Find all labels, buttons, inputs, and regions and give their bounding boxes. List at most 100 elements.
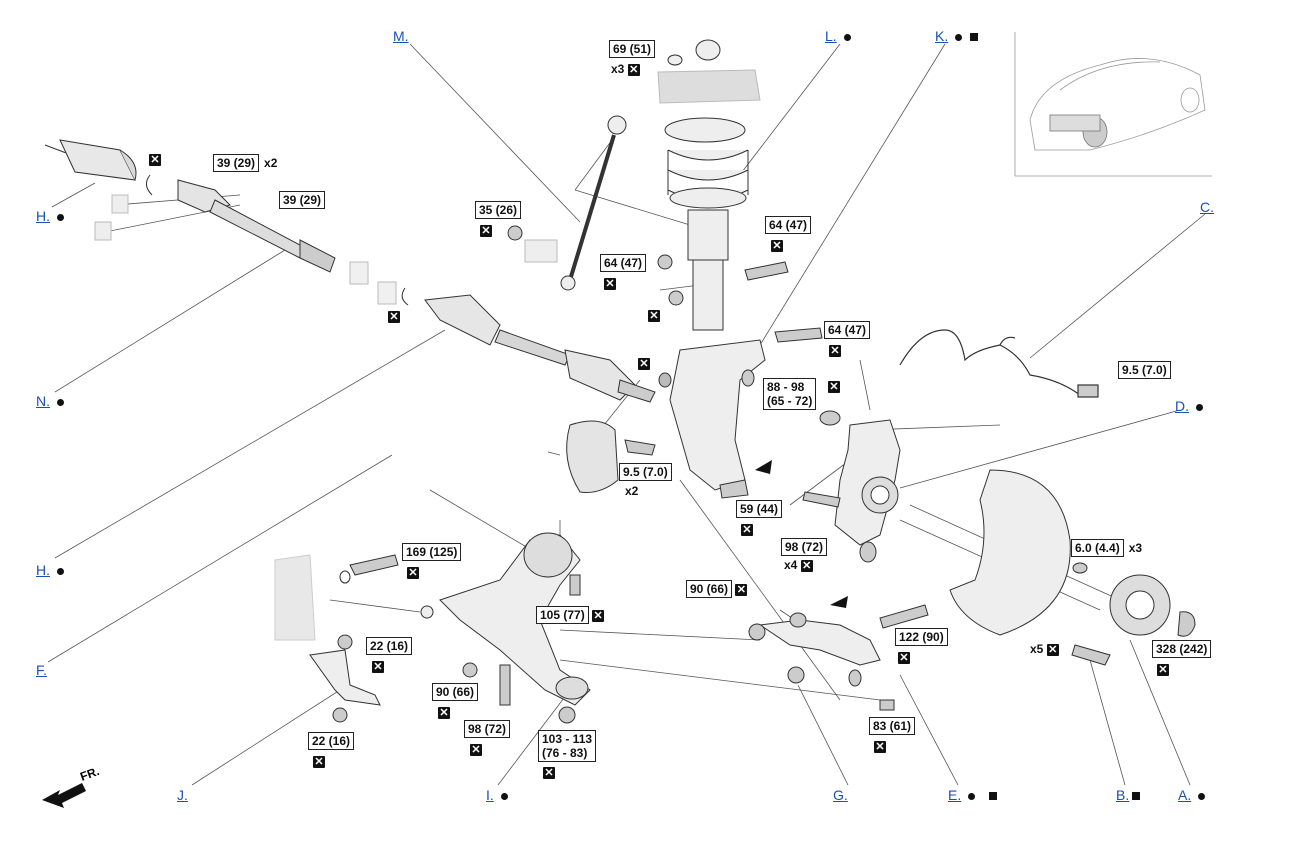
- callout-g-link[interactable]: G.: [833, 787, 848, 803]
- callout-c-link[interactable]: C.: [1200, 199, 1214, 215]
- torque-95b: 9.5 (7.0): [619, 463, 672, 481]
- callout-b-link[interactable]: B.: [1116, 787, 1130, 803]
- replace-icon: ✕: [741, 523, 753, 536]
- callout-l[interactable]: L.: [825, 28, 851, 44]
- replace-64b: ✕: [604, 276, 616, 290]
- strut-assembly: [657, 39, 789, 331]
- callout-j[interactable]: J.: [177, 787, 188, 803]
- callout-a[interactable]: A.: [1178, 787, 1206, 803]
- replace-icon: ✕: [829, 344, 841, 357]
- torque-64c: 64 (47): [824, 321, 871, 339]
- callout-h-top-link[interactable]: H.: [36, 208, 50, 224]
- callout-f[interactable]: F.: [36, 662, 47, 678]
- callout-i-link[interactable]: I.: [486, 787, 494, 803]
- torque-22a: 22 (16): [366, 637, 413, 655]
- replace-88-98: ✕: [828, 379, 840, 393]
- torque-90b: 90 (66): [432, 683, 479, 701]
- replace-icon: ✕: [372, 660, 384, 673]
- callout-k[interactable]: K.: [935, 28, 979, 44]
- installation-markers: [755, 460, 848, 608]
- torque-64b: 64 (47): [600, 254, 647, 272]
- replace-icon: ✕: [388, 310, 400, 323]
- torque-103-113-value: 103 - 113: [542, 732, 593, 746]
- hub-bolt-qty: x5 ✕: [1030, 642, 1059, 656]
- callout-e-link[interactable]: E.: [948, 787, 962, 803]
- callout-e[interactable]: E.: [948, 787, 998, 803]
- qty-text: x3: [611, 62, 625, 76]
- callout-h-top[interactable]: H.: [36, 208, 64, 224]
- callout-d[interactable]: D.: [1175, 398, 1203, 414]
- callout-m-link[interactable]: M.: [393, 28, 409, 44]
- torque-83-value: 83 (61): [869, 717, 916, 735]
- callout-b[interactable]: B.: [1116, 787, 1141, 803]
- stabilizer-bracket: [274, 554, 381, 723]
- torque-105-value: 105 (77): [536, 606, 589, 624]
- torque-35-value: 35 (26): [475, 201, 522, 219]
- dust-cover: [566, 420, 656, 493]
- torque-39b: 39 (29): [279, 191, 326, 209]
- torque-83: 83 (61): [869, 717, 916, 735]
- callout-g[interactable]: G.: [833, 787, 848, 803]
- replace-98b: ✕: [470, 742, 482, 756]
- replace-icon: ✕: [638, 357, 650, 370]
- torque-69-qty: x3 ✕: [611, 62, 640, 76]
- replace-icon: ✕: [874, 740, 886, 753]
- callout-j-link[interactable]: J.: [177, 787, 188, 803]
- torque-169-value: 169 (125): [402, 543, 462, 561]
- torque-65-72-value: (65 - 72): [767, 394, 813, 408]
- torque-90a-value: 90 (66): [686, 580, 733, 598]
- torque-64c-value: 64 (47): [824, 321, 871, 339]
- leader-lines: [47, 43, 1206, 786]
- replace-328: ✕: [1157, 662, 1169, 676]
- callout-d-link[interactable]: D.: [1175, 398, 1189, 414]
- replace-icon: ✕: [149, 153, 161, 166]
- replace-icon: ✕: [648, 309, 660, 322]
- torque-59-value: 59 (44): [736, 500, 783, 518]
- qty-text: x2: [264, 156, 278, 170]
- replace-icon: ✕: [438, 706, 450, 719]
- torque-22a-value: 22 (16): [366, 637, 413, 655]
- torque-103-113-box: 103 - 113(76 - 83): [538, 730, 597, 762]
- callout-a-link[interactable]: A.: [1178, 787, 1192, 803]
- torque-39a: 39 (29) x2: [213, 154, 277, 172]
- callout-c[interactable]: C.: [1200, 199, 1214, 215]
- replace-icon: ✕: [735, 583, 748, 596]
- torque-64a: 64 (47): [765, 216, 812, 234]
- front-direction-text: FR.: [78, 764, 101, 784]
- callout-n[interactable]: N.: [36, 393, 64, 409]
- torque-64b-value: 64 (47): [600, 254, 647, 272]
- callout-k-link[interactable]: K.: [935, 28, 949, 44]
- callout-n-link[interactable]: N.: [36, 393, 50, 409]
- torque-103-113: 103 - 113(76 - 83): [538, 730, 597, 762]
- center-drive-shaft: [424, 294, 672, 403]
- callout-f-link[interactable]: F.: [36, 662, 47, 678]
- replace-59: ✕: [741, 522, 753, 536]
- speed-sensor: [899, 329, 1099, 398]
- replace-icon: ✕: [828, 380, 840, 393]
- torque-39a-value: 39 (29): [213, 154, 260, 172]
- replace-169: ✕: [407, 565, 419, 579]
- torque-35: 35 (26): [475, 201, 522, 219]
- callout-h-bottom[interactable]: H.: [36, 562, 64, 578]
- dot-marker: [1196, 403, 1203, 411]
- dot-marker: [955, 33, 963, 41]
- dot-marker: [57, 567, 64, 575]
- callout-i[interactable]: I.: [486, 787, 508, 803]
- callout-l-link[interactable]: L.: [825, 28, 837, 44]
- dot-marker: [968, 792, 976, 800]
- qty-text: x2: [625, 484, 639, 498]
- replace-83: ✕: [874, 739, 886, 753]
- replace-icon: ✕: [604, 277, 616, 290]
- callout-h-bottom-link[interactable]: H.: [36, 562, 50, 578]
- replace-icon: ✕: [1046, 643, 1059, 656]
- torque-328: 328 (242): [1152, 640, 1212, 658]
- dot-marker: [500, 792, 508, 800]
- replace-64a: ✕: [771, 238, 783, 252]
- replace-122: ✕: [898, 650, 910, 664]
- torque-95b-value: 9.5 (7.0): [619, 463, 672, 481]
- dot-marker: [57, 398, 64, 406]
- torque-105: 105 (77) ✕: [536, 606, 605, 624]
- callout-m[interactable]: M.: [393, 28, 409, 44]
- torque-90a: 90 (66) ✕: [686, 580, 748, 598]
